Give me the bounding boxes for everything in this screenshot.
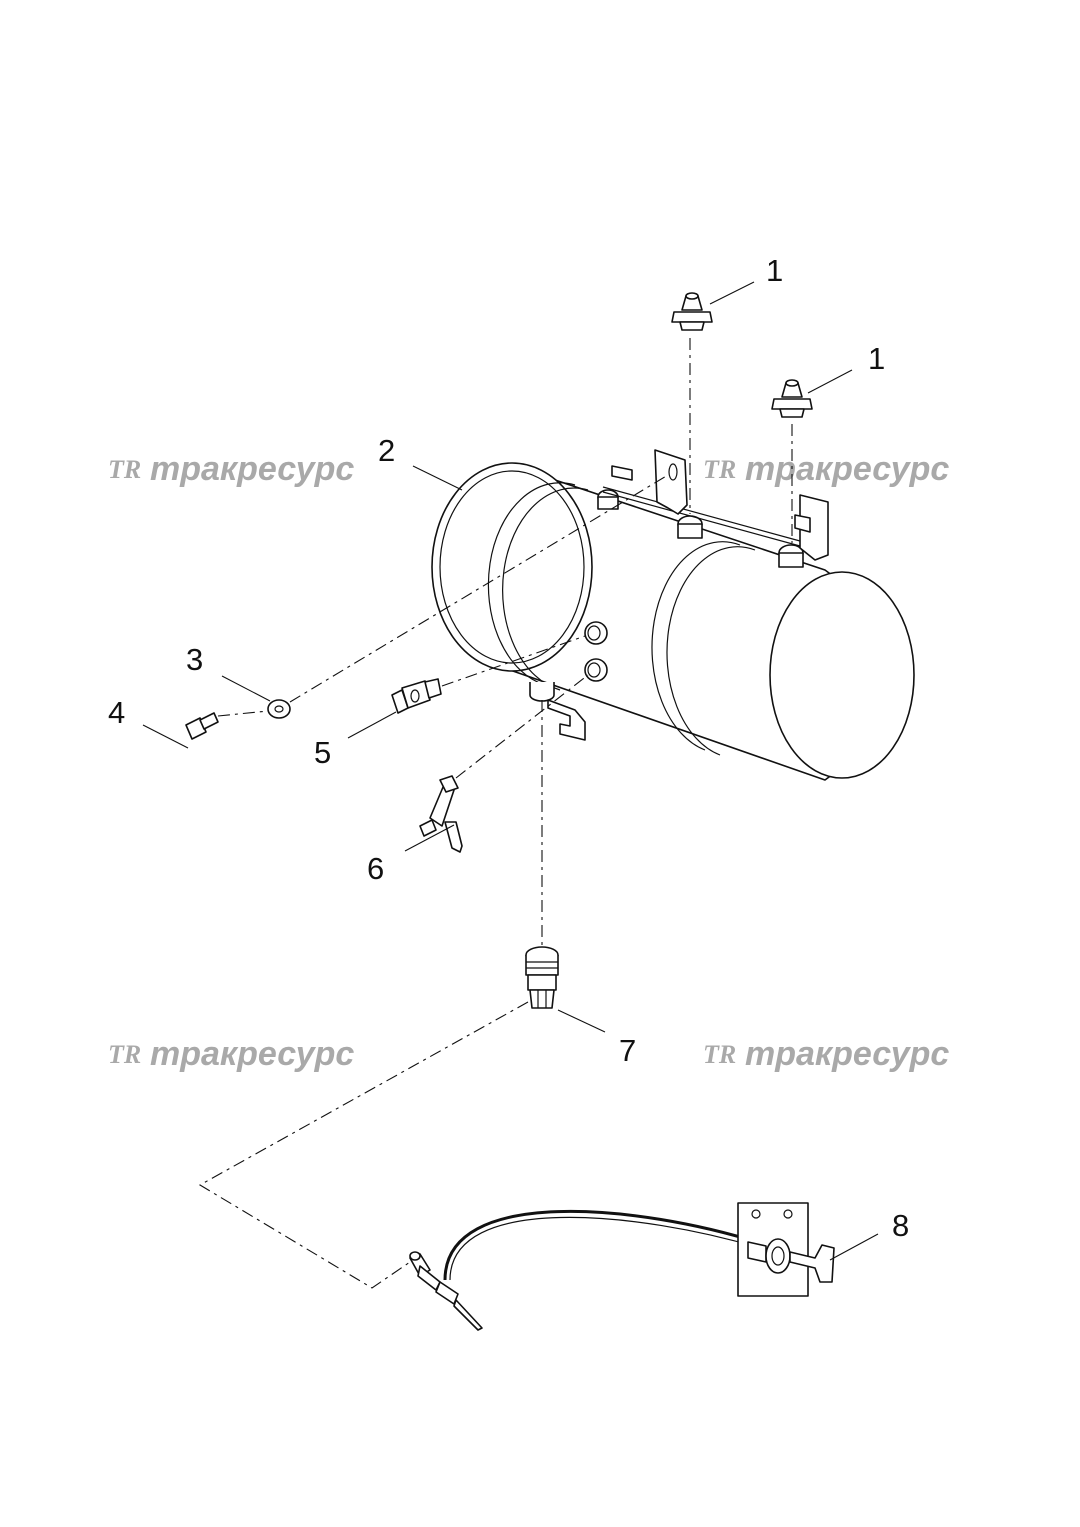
valve-1b (771, 379, 813, 418)
tank-bracket-left (654, 449, 688, 515)
watermark-top-left: TR тракресурс (108, 450, 354, 488)
tank-bottom-boss (529, 682, 555, 702)
callout-4: 4 (108, 695, 125, 730)
watermark-bottom-left: TR тракресурс (108, 1035, 354, 1073)
watermark-text: тракресурс (745, 450, 949, 488)
callout-8: 8 (892, 1208, 909, 1243)
valve-1a (671, 292, 713, 331)
tank-ring-1b (502, 487, 589, 691)
leader-lines (142, 281, 879, 1261)
assembly-lines (198, 338, 793, 1289)
tank-top-boss-2-neck (677, 523, 703, 539)
callout-1a: 1 (766, 253, 783, 288)
bolt (185, 712, 219, 740)
callout-2: 2 (378, 433, 395, 468)
drain-cock (419, 775, 463, 853)
watermark-text: тракресурс (745, 1035, 949, 1073)
tank-bracket-right (799, 494, 829, 561)
cable-handle (789, 1244, 835, 1283)
tank-hook (547, 699, 586, 741)
tank-ring-2 (651, 541, 741, 751)
watermark-text: тракресурс (150, 450, 354, 488)
callout-3: 3 (186, 642, 203, 677)
tank-right-end (769, 571, 915, 779)
watermark-logo: TR (108, 1040, 141, 1069)
strap-bolt (611, 465, 633, 481)
watermark-logo: TR (703, 455, 736, 484)
watermark-text: тракресурс (150, 1035, 354, 1073)
callout-numbers: 1 1 2 3 4 5 6 7 8 (108, 253, 909, 1243)
tank-ring-2b (666, 546, 756, 756)
air-tank (431, 449, 915, 781)
tank-left-end (431, 462, 593, 672)
tank-strap (602, 486, 801, 542)
tank-top-boss-1-neck (597, 496, 619, 510)
watermark-logo: TR (703, 1040, 736, 1069)
watermark-bottom-right: TR тракресурс (703, 1035, 949, 1073)
callout-6: 6 (367, 851, 384, 886)
watermark-top-right: TR тракресурс (703, 450, 949, 488)
tank-ring-1 (487, 482, 576, 686)
tank-top-boss-3-neck (778, 552, 804, 568)
watermark-logo: TR (108, 455, 141, 484)
callout-1b: 1 (868, 341, 885, 376)
pressure-sensor (391, 678, 442, 714)
callout-7: 7 (619, 1033, 636, 1068)
cable-line (443, 1209, 761, 1281)
control-cable (409, 1202, 835, 1331)
drain-valve (525, 946, 559, 1009)
tank-left-end-rim (439, 470, 585, 664)
callout-5: 5 (314, 735, 331, 770)
washer (267, 699, 291, 719)
